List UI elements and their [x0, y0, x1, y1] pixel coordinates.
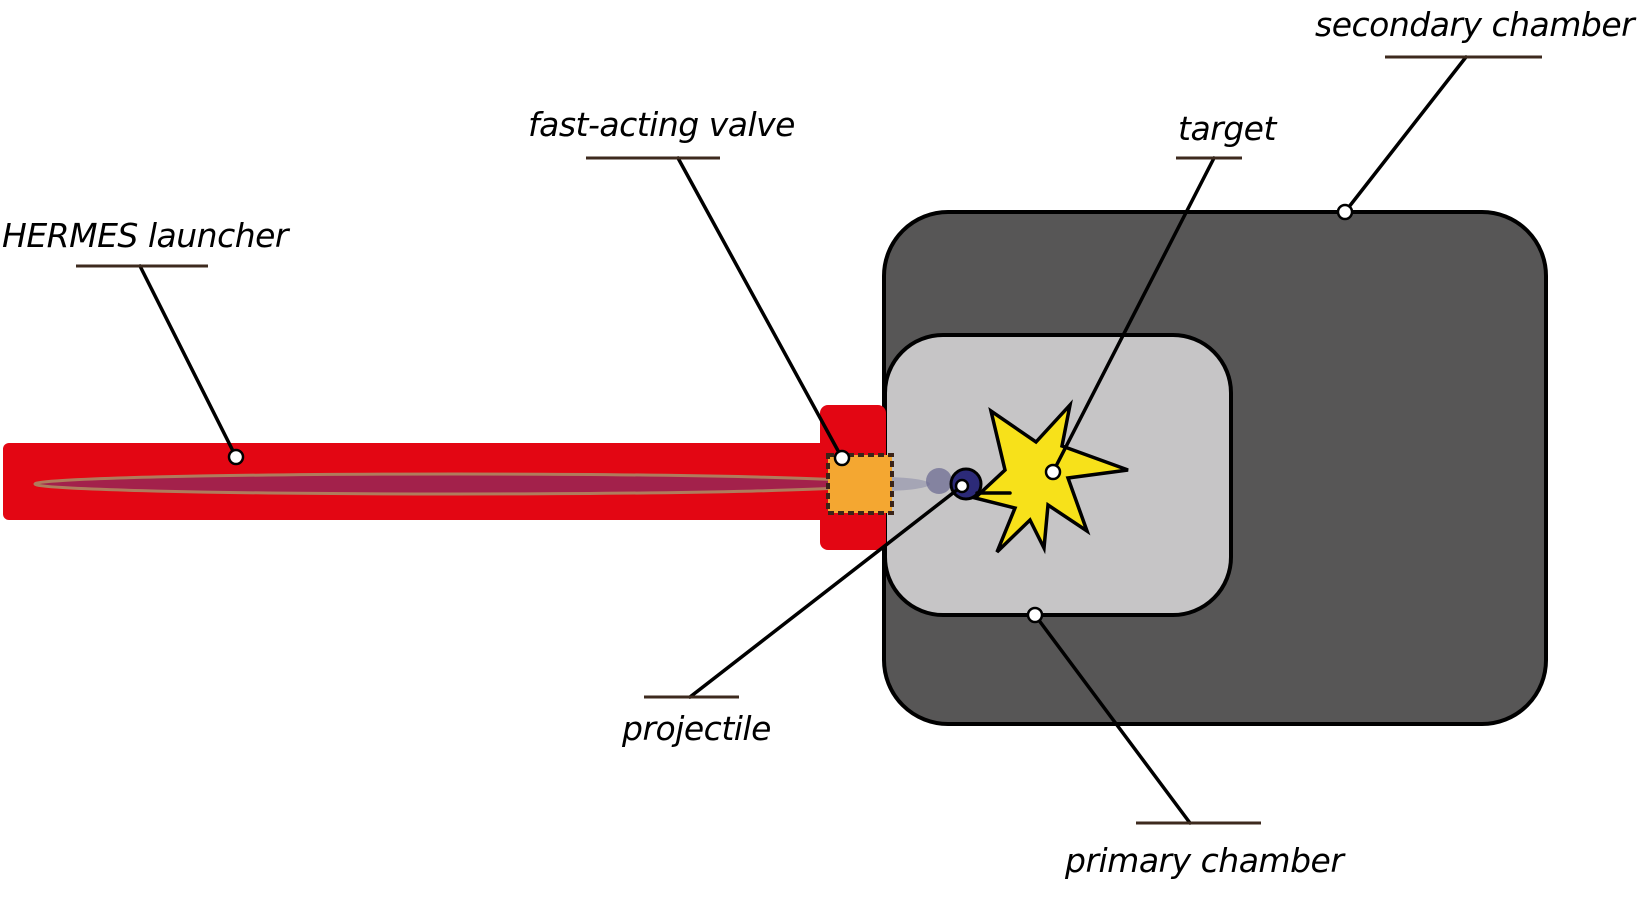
label-primary-chamber: primary chamber [1064, 841, 1346, 880]
leader-target [1051, 156, 1216, 474]
label-hermes-launcher: HERMES launcher [2, 216, 291, 255]
launcher-bore [33, 472, 877, 496]
anchor-fast-acting-valve [833, 449, 851, 467]
anchor-primary-chamber [1026, 606, 1044, 624]
label-fast-acting-valve: fast-acting valve [528, 105, 795, 144]
label-underlines [76, 55, 1542, 825]
anchor-secondary-chamber [1336, 203, 1354, 221]
anchor-hermes-launcher [227, 448, 245, 466]
projectile-ghost [926, 468, 952, 494]
anchor-projectile [954, 478, 970, 494]
anchor-target [1044, 463, 1062, 481]
leader-fast-acting-valve [676, 156, 844, 460]
leader-primary-chamber [1033, 613, 1192, 825]
leader-projectile [688, 484, 964, 699]
label-secondary-chamber: secondary chamber [1315, 5, 1637, 44]
label-target: target [1178, 109, 1277, 148]
leader-lines [138, 55, 1468, 825]
label-projectile: projectile [621, 709, 771, 748]
leader-hermes-launcher [138, 264, 238, 459]
anchor-dots [227, 203, 1354, 624]
leader-secondary-chamber [1343, 55, 1468, 214]
